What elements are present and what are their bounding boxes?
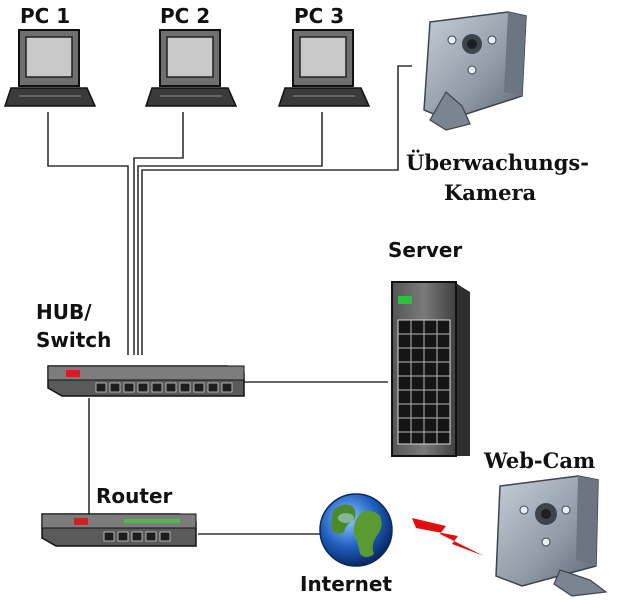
router-icon — [41, 513, 197, 547]
surveillance-camera-icon — [423, 11, 527, 131]
cable-camera — [141, 65, 412, 355]
label-camera-line1: Überwachungs- — [406, 150, 589, 175]
pc-1-icon — [3, 29, 97, 107]
pc-3-icon — [277, 29, 371, 107]
label-server: Server — [388, 238, 463, 262]
web-cam-icon — [495, 475, 608, 597]
pc-2-icon — [144, 29, 238, 107]
label-camera-line2: Kamera — [444, 180, 537, 205]
label-pc-2: PC 2 — [160, 4, 211, 28]
cable-pc2 — [133, 112, 184, 355]
server-icon — [391, 281, 470, 457]
label-hub-line1: HUB/ — [36, 300, 92, 324]
hub-switch-icon — [47, 365, 245, 397]
cable-pc1 — [47, 112, 129, 355]
label-pc-1: PC 1 — [20, 4, 71, 28]
cabling — [47, 65, 412, 535]
label-router: Router — [96, 484, 173, 508]
label-hub-line2: Switch — [36, 328, 112, 352]
label-internet: Internet — [300, 572, 393, 596]
internet-globe-icon — [319, 493, 393, 567]
label-pc-3: PC 3 — [294, 4, 345, 28]
label-web-cam: Web-Cam — [484, 448, 596, 473]
cable-pc3 — [137, 112, 323, 355]
wireless-lightning-icon — [412, 518, 484, 556]
